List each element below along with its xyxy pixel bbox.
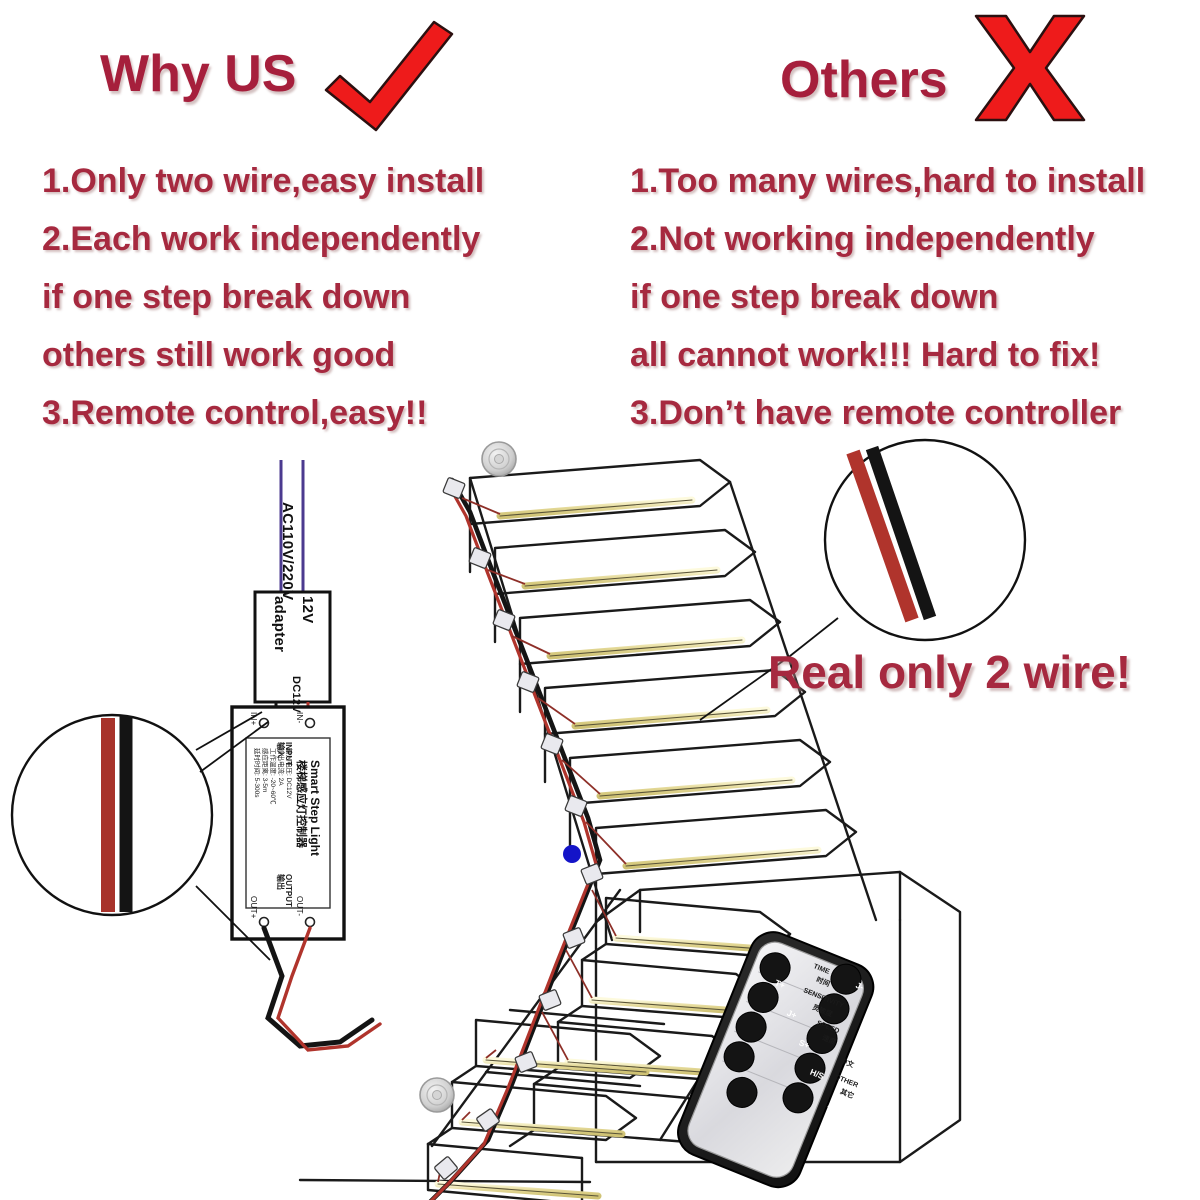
others-bullet-4: all cannot work!!! Hard to fix! bbox=[630, 336, 1101, 374]
terminal-out-minus-label: OUT- bbox=[295, 896, 304, 917]
terminal-in-minus-label: IN- bbox=[295, 712, 304, 724]
others-bullet-5: 3.Don’t have remote controller bbox=[630, 394, 1122, 432]
others-bullet-2: 2.Not working independently bbox=[630, 220, 1095, 258]
pir-sensor-bottom bbox=[419, 1077, 455, 1113]
check-icon bbox=[324, 20, 454, 132]
remote-control bbox=[677, 931, 875, 1189]
why-us-bullet-3: if one step break down bbox=[42, 278, 411, 316]
slogan-text: Real only 2 wire! bbox=[768, 646, 1132, 698]
controller-spec-3: 工作温度: -20~60℃ bbox=[269, 748, 276, 805]
controller-brand-en: Smart Step Light bbox=[308, 760, 322, 857]
why-us-bullet-2: 2.Each work independently bbox=[42, 220, 481, 258]
adapter-name-label: adapter bbox=[271, 596, 288, 653]
others-bullet-3: if one step break down bbox=[630, 278, 999, 316]
why-us-bullet-1: 1.Only two wire,easy install bbox=[42, 162, 485, 200]
why-us-bullet-4: others still work good bbox=[42, 336, 396, 374]
controller-output-en: OUTPUT bbox=[284, 874, 293, 907]
others-bullet-1: 1.Too many wires,hard to install bbox=[630, 162, 1146, 200]
controller-input-en: INPUT bbox=[284, 742, 293, 766]
cross-icon bbox=[974, 14, 1086, 122]
controller-output-cn: 输出 bbox=[276, 874, 285, 890]
stair-lighting-diagram bbox=[10, 438, 1027, 1200]
wire-closeup-left bbox=[10, 711, 271, 961]
controller-spec-4: 感应距离: 3-5m bbox=[261, 748, 268, 793]
others-column: Others bbox=[780, 54, 948, 106]
why-us-bullet-5: 3.Remote control,easy!! bbox=[42, 394, 428, 432]
others-headline: Others bbox=[780, 51, 948, 109]
controller-input-cn: 输入 bbox=[276, 742, 285, 758]
why-us-column: Why US bbox=[100, 48, 296, 100]
adapter-voltage-label: 12V bbox=[299, 596, 316, 624]
wire-connector-node bbox=[434, 477, 604, 1180]
wire-closeup-right bbox=[699, 438, 1027, 721]
pir-sensor-top bbox=[481, 441, 517, 477]
why-us-bullets: 1.Only two wire,easy install 2.Each work… bbox=[42, 152, 484, 442]
mains-voltage-label: AC110V/220V bbox=[279, 502, 296, 601]
controller-spec-5: 延时时间: 5-300s bbox=[253, 748, 260, 798]
controller-brand-cn: 楼梯感应灯控制器 bbox=[295, 760, 307, 848]
why-us-headline: Why US bbox=[100, 45, 297, 103]
controller-label-plate bbox=[245, 737, 331, 909]
dc-voltage-label: DC12V bbox=[290, 676, 302, 713]
terminal-in-plus-label: IN+ bbox=[249, 712, 258, 726]
bus-junction-dot bbox=[563, 845, 581, 863]
power-adapter-box bbox=[253, 590, 332, 704]
terminal-out-plus-label: OUT+ bbox=[249, 896, 258, 919]
others-bullets: 1.Too many wires,hard to install 2.Not w… bbox=[630, 152, 1145, 442]
